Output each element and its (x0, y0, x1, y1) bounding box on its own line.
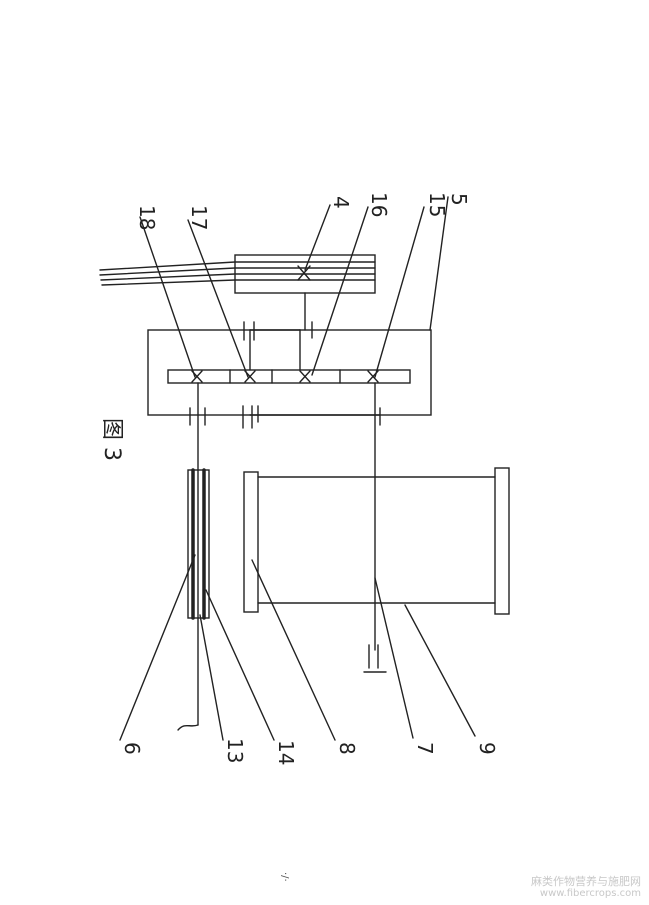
label-5: 5 (447, 193, 471, 206)
gearbox-housing (147, 292, 432, 416)
shafts (197, 382, 387, 726)
label-18: 18 (135, 205, 159, 230)
pulley-4 (234, 254, 376, 294)
label-9: 9 (475, 742, 499, 755)
page-mark: ·/· (279, 872, 290, 882)
roller-pair (177, 468, 210, 731)
drum-frame (243, 467, 510, 615)
label-15: 15 (425, 192, 449, 217)
leader-lines (119, 196, 476, 741)
label-17: 17 (187, 205, 211, 230)
watermark-title: 麻类作物营养与施肥网 (531, 875, 641, 888)
figure-caption: 图 3 (99, 418, 124, 461)
label-6: 6 (120, 742, 144, 755)
lower-bearings (189, 405, 381, 429)
label-7: 7 (413, 742, 437, 755)
label-13: 13 (223, 738, 247, 763)
label-4: 4 (329, 196, 353, 209)
label-14: 14 (274, 740, 298, 765)
gear-train-bar (167, 369, 411, 384)
watermark-url: www.fibercrops.com (539, 888, 641, 899)
label-8: 8 (335, 742, 359, 755)
drive-belt (99, 261, 236, 286)
label-16: 16 (367, 192, 391, 217)
